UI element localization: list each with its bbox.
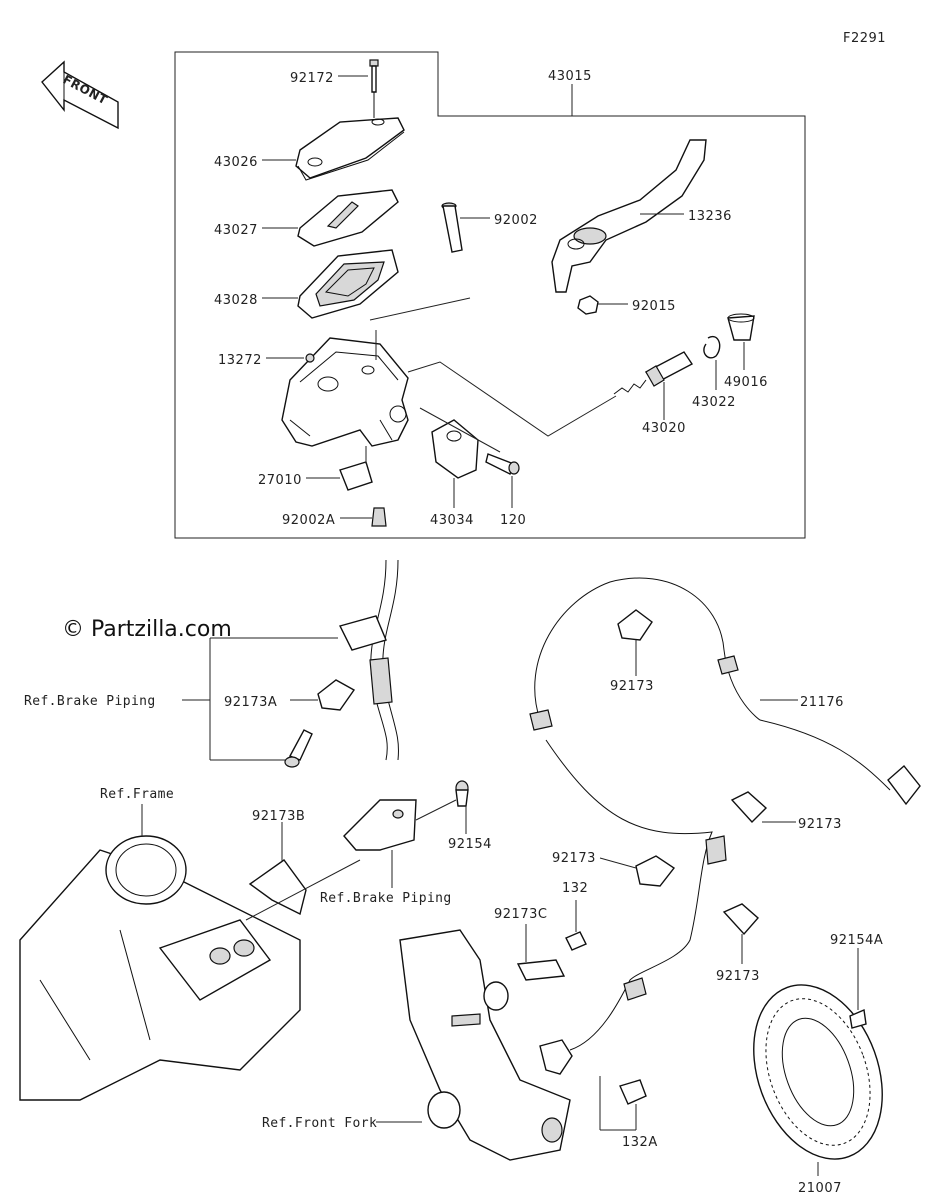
bleeder-13272 (305, 353, 315, 363)
brake-switch-27010 (339, 461, 373, 491)
label-43020: 43020 (642, 421, 686, 436)
label-43015: 43015 (548, 69, 592, 84)
label-49016: 49016 (724, 375, 768, 390)
label-132A: 132A (622, 1135, 658, 1150)
label-120: 120 (500, 513, 526, 528)
bolt-132 (565, 931, 587, 951)
label-132: 132 (562, 881, 588, 896)
label-43034: 43034 (430, 513, 474, 528)
label-21007: 21007 (798, 1181, 842, 1196)
label-92002A: 92002A (282, 513, 335, 528)
piston-43020 (613, 351, 694, 395)
label-92002: 92002 (494, 213, 538, 228)
label-92173B: 92173B (252, 809, 305, 824)
label-92172: 92172 (290, 71, 334, 86)
label-92173A: 92173A (224, 695, 277, 710)
label-92173C: 92173C (494, 907, 547, 922)
label-21176: 21176 (800, 695, 844, 710)
clip-92173-mid (635, 855, 676, 887)
sensor-harness-21176 (529, 577, 921, 1051)
brake-piping-bracket (343, 799, 417, 851)
screw-92002A (371, 507, 387, 527)
label-92154: 92154 (448, 837, 492, 852)
clip-92173-top (617, 609, 653, 641)
speed-sensor (539, 1039, 573, 1075)
front-fork-section (399, 929, 571, 1161)
bolt-132A (619, 1079, 647, 1105)
label-43022: 43022 (692, 395, 736, 410)
brake-hose (338, 559, 399, 761)
bolt-120 (485, 453, 520, 475)
assembly-outline-43015 (174, 51, 806, 539)
clip-92173-right (730, 791, 768, 824)
screw-92172 (369, 59, 379, 93)
watermark: © Partzilla.com (62, 617, 232, 642)
clip-92173A (317, 679, 356, 711)
bracket-92173B (248, 859, 307, 916)
label-92015: 92015 (632, 299, 676, 314)
figure-code: F2291 (843, 31, 886, 46)
circlip-43022 (703, 335, 721, 359)
label-43026: 43026 (214, 155, 258, 170)
label-43027: 43027 (214, 223, 258, 238)
clamp-43034 (431, 419, 479, 479)
ref-brake-piping-1: Ref.Brake Piping (24, 694, 156, 709)
label-92154A: 92154A (830, 933, 883, 948)
label-92173-mid: 92173 (552, 851, 596, 866)
label-27010: 27010 (258, 473, 302, 488)
bolt-92154 (455, 780, 469, 807)
reservoir-cap-43026 (295, 117, 405, 181)
label-13272: 13272 (218, 353, 262, 368)
nut-92015 (577, 295, 599, 315)
ref-front-fork: Ref.Front Fork (262, 1116, 377, 1131)
master-cylinder-body (281, 337, 409, 447)
front-arrow-icon: FRONT (41, 60, 119, 130)
dust-boot-49016 (727, 313, 755, 341)
label-13236: 13236 (688, 209, 732, 224)
ref-brake-piping-2: Ref.Brake Piping (320, 891, 452, 906)
label-92173-right: 92173 (798, 817, 842, 832)
frame-section (19, 835, 301, 1101)
brake-lever-13236 (551, 139, 707, 293)
bolt-92002 (441, 202, 463, 253)
diaphragm-43028 (297, 249, 399, 319)
clip-92173-lower (722, 903, 759, 936)
label-43028: 43028 (214, 293, 258, 308)
bracket-92173C (516, 959, 566, 981)
label-92173-top: 92173 (610, 679, 654, 694)
bolt-lower-left (284, 729, 313, 768)
bolt-92154A (849, 1008, 867, 1029)
ref-frame: Ref.Frame (100, 787, 174, 802)
label-92173-lower: 92173 (716, 969, 760, 984)
plate-43027 (297, 189, 399, 247)
abs-rotor-21007 (753, 984, 883, 1160)
